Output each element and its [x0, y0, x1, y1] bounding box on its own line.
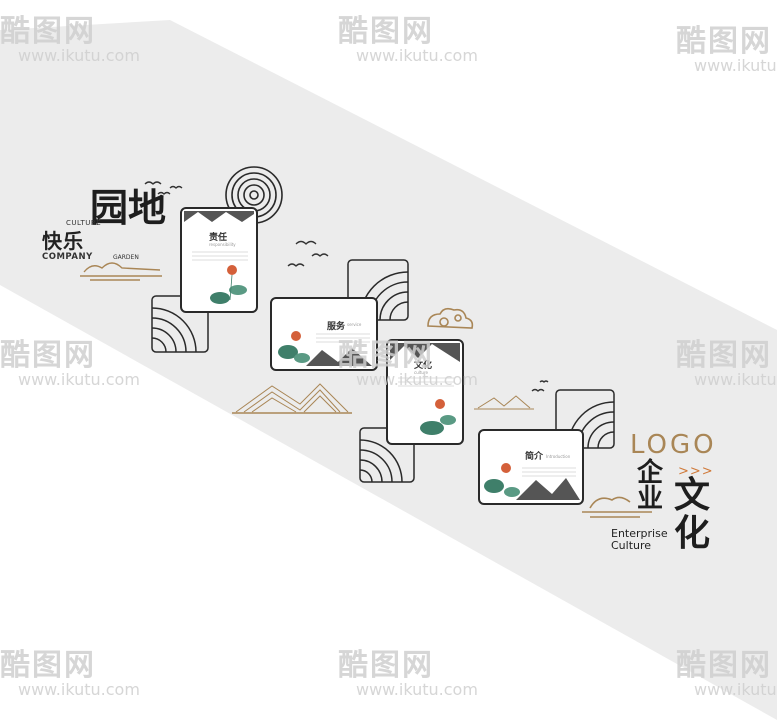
lotus-icon [278, 331, 310, 363]
panel-sub-culture: culture [414, 370, 428, 375]
label-culture: CULTURE [66, 219, 102, 227]
panel-responsibility [180, 207, 258, 313]
panel-introduction [478, 429, 584, 505]
lotus-icon [484, 463, 520, 497]
text-lines [192, 251, 248, 261]
title-yuandi: 园地 [90, 185, 167, 230]
panel-service [270, 297, 378, 371]
label-company: COMPANY [42, 252, 93, 262]
panel-title-introduction: 简介 [525, 452, 544, 462]
lotus-icon [420, 399, 456, 435]
panel-sub-responsibility: responsibility [209, 242, 236, 247]
gold-wave-icon [80, 262, 162, 281]
panel-title-culture: 文化 [414, 361, 433, 371]
panel-sub-introduction: Introduction [546, 454, 571, 459]
title-wenhua: 文化 [674, 474, 711, 554]
birds-icon [144, 181, 549, 392]
text-lines [522, 467, 576, 477]
arrows-decoration: >>> [678, 464, 714, 479]
title-qiye: 企业 [637, 458, 664, 514]
panel-title-service: 服务 [327, 322, 346, 332]
label-culture-en: Culture [611, 539, 652, 552]
lotus-icon [210, 265, 247, 304]
small-mountains-icon [474, 395, 534, 410]
label-enterprise: Enterprise [611, 527, 668, 540]
cloud-icon [427, 307, 474, 329]
gold-wave-icon-right [582, 496, 652, 518]
panel-culture [386, 339, 464, 445]
label-garden: GARDEN [113, 254, 139, 261]
text-lines [316, 333, 370, 343]
title-kuaile: 快乐 [42, 229, 84, 253]
panel-sub-service: service [347, 322, 362, 327]
panel-title-responsibility: 责任 [209, 233, 228, 243]
label-enterprise-culture: Enterprise Culture [611, 528, 668, 552]
text-lines [398, 377, 454, 387]
logo-text: LOGO [630, 430, 717, 460]
gold-mountains-icon [232, 383, 352, 414]
